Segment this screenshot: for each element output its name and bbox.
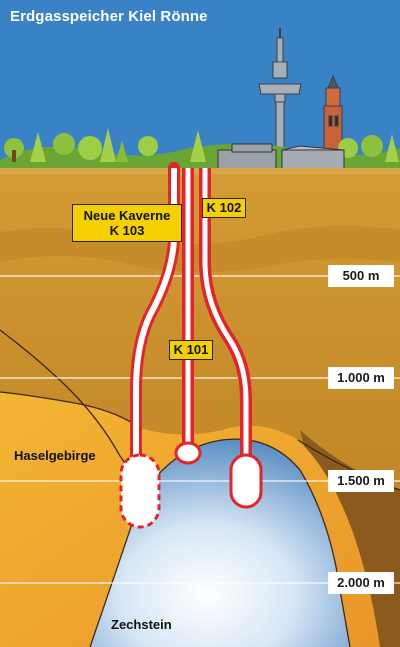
k101-label: K 101 [169,340,213,360]
depth-label-500: 500 m [328,265,394,287]
page-title: Erdgasspeicher Kiel Rönne [10,8,208,25]
trees [4,128,399,162]
haselgebirge-label: Haselgebirge [14,448,96,463]
k103-pipe [119,162,180,529]
k103-label: Neue Kaverne K 103 [72,204,182,242]
zechstein-label: Zechstein [111,617,172,632]
k103-label-line1: Neue Kaverne [83,208,171,223]
k103-label-line2: K 103 [109,223,145,238]
plant-buildings [217,143,345,171]
k102-pipe [199,168,263,509]
k101-pipe [174,168,202,465]
depth-label-1500: 1.500 m [328,470,394,492]
depth-label-1000: 1.000 m [328,367,394,389]
k102-label: K 102 [202,198,246,218]
depth-label-2000: 2.000 m [328,572,394,594]
